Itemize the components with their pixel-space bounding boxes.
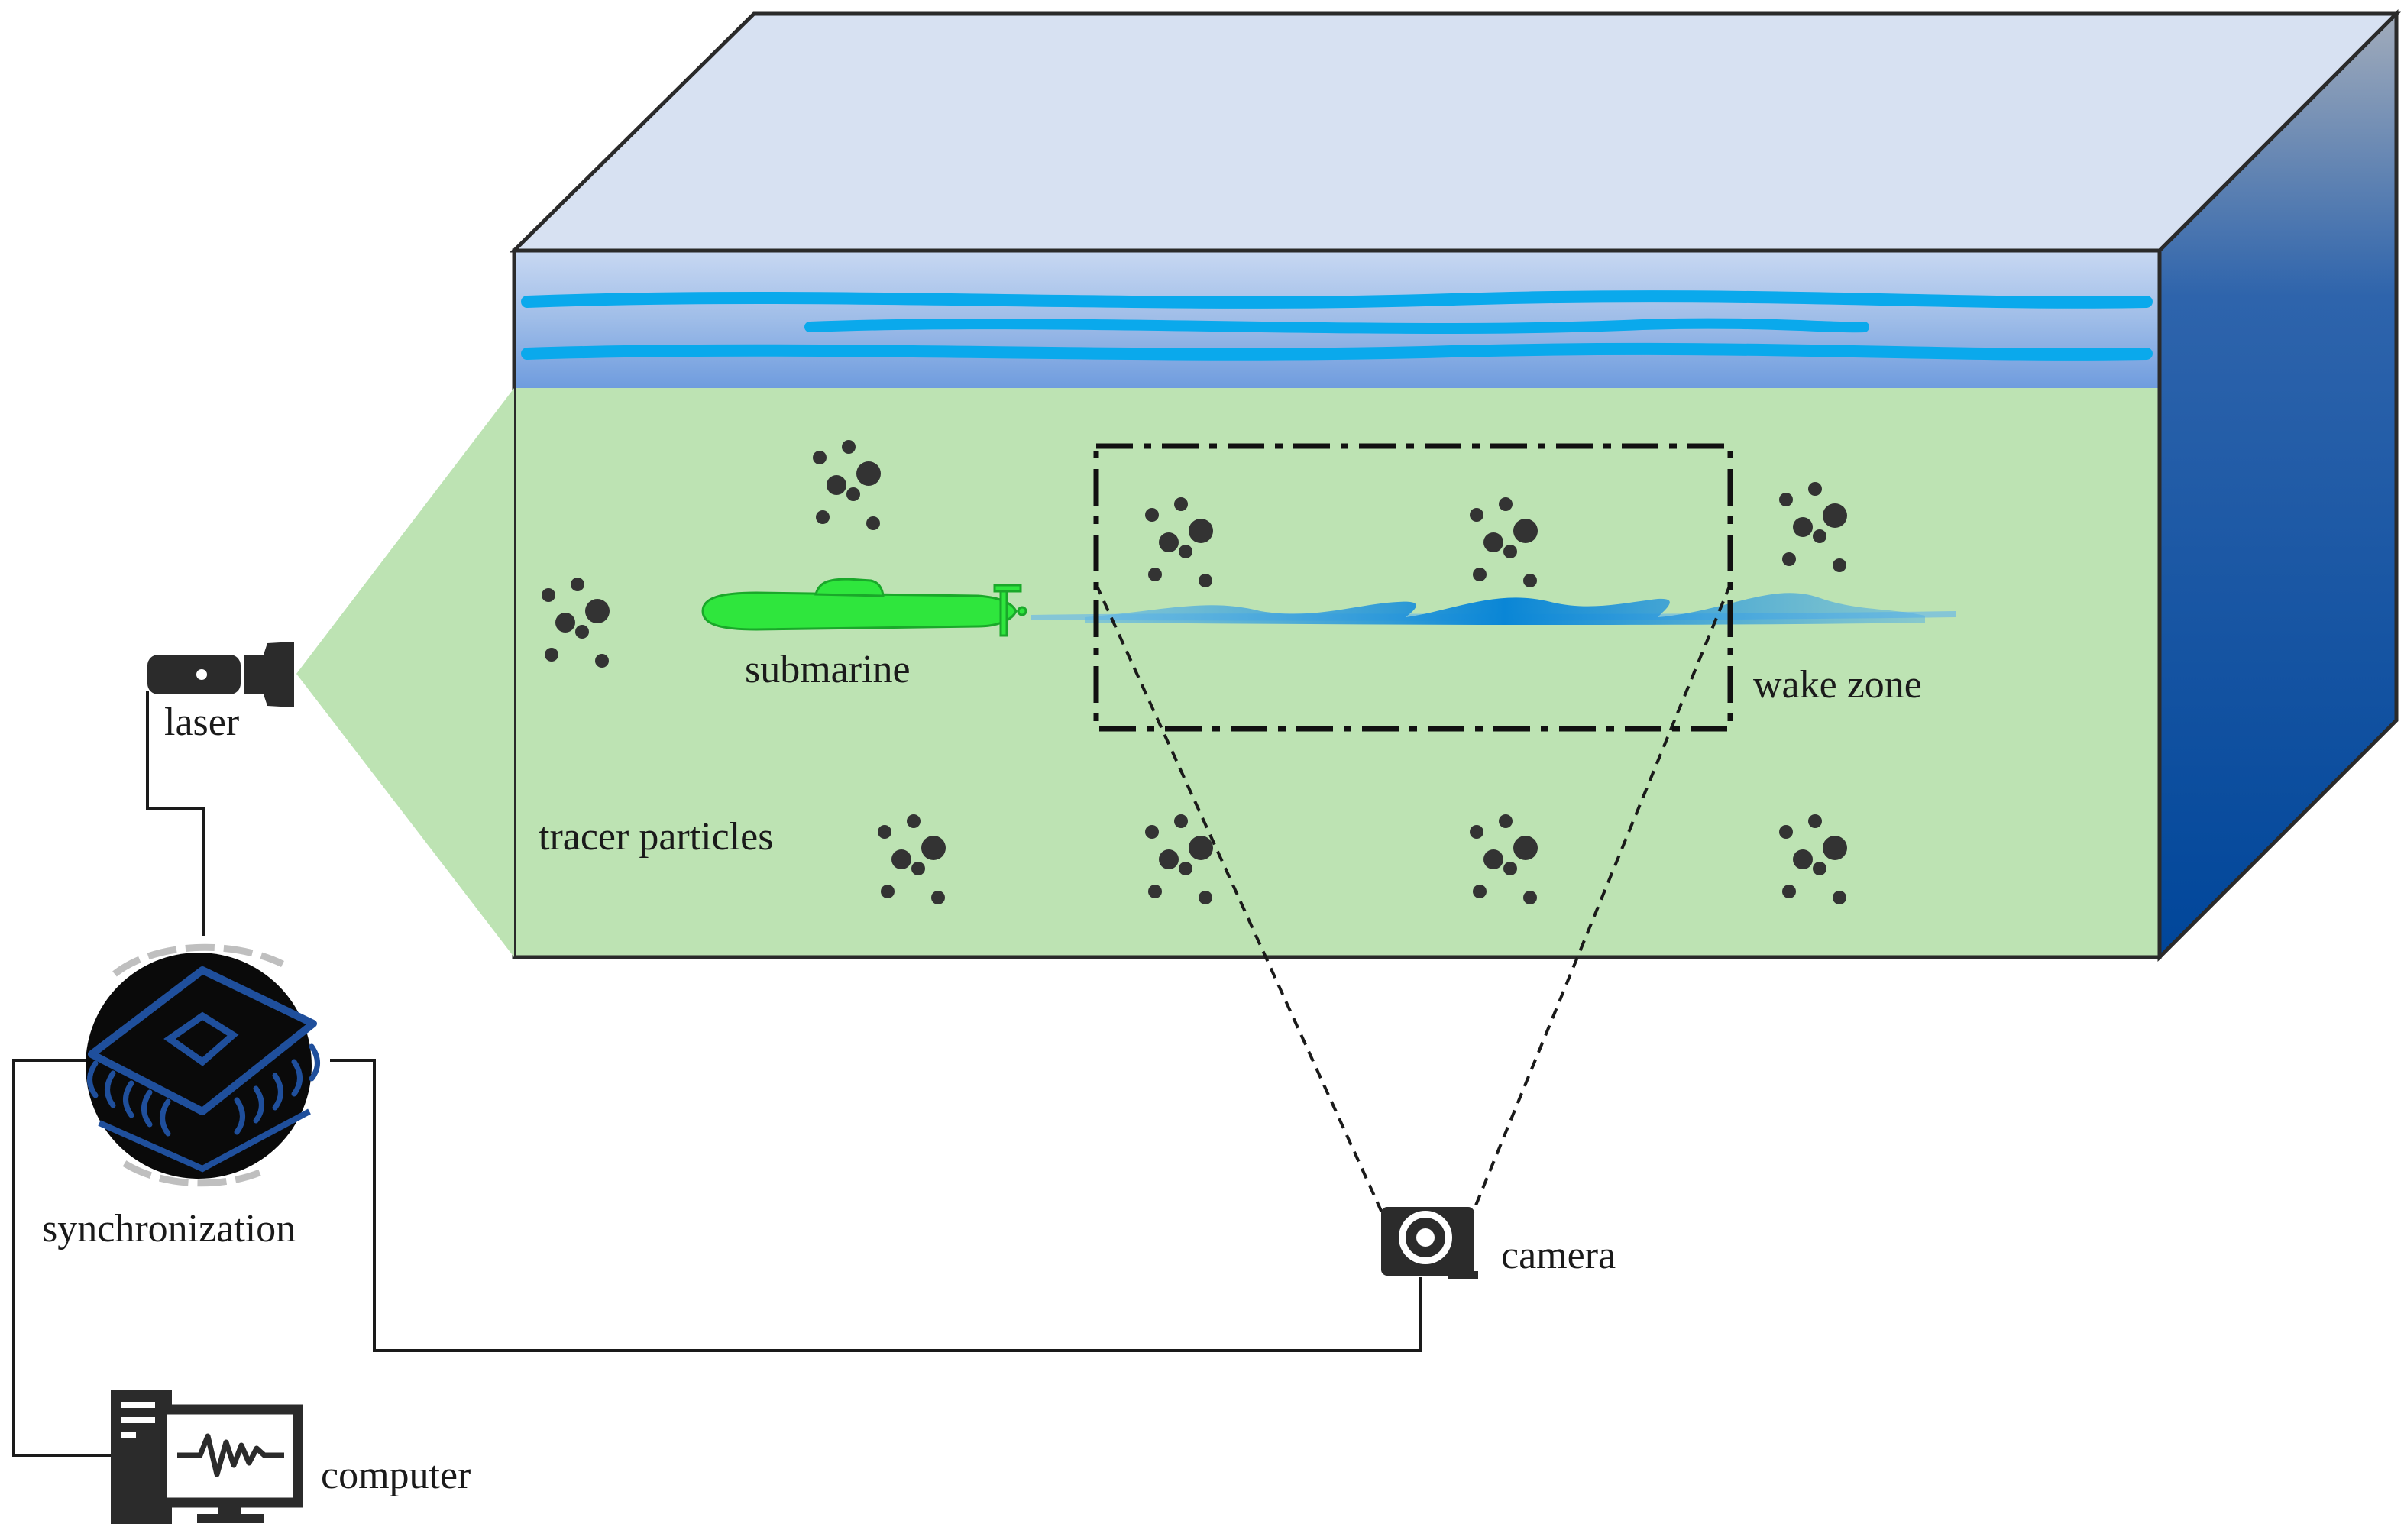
chip-icon <box>86 943 320 1187</box>
camera-side-panel <box>1474 1215 1477 1268</box>
chip-pin <box>141 1089 153 1128</box>
wire-sync-to-camera <box>330 1059 1422 1352</box>
fov-line-left <box>1095 584 1390 1228</box>
fov-line-right <box>1465 584 1732 1228</box>
chip-pin <box>272 1072 283 1111</box>
wave-line <box>521 342 2153 361</box>
chip-pin <box>123 1080 134 1118</box>
submarine-icon <box>701 578 1027 637</box>
submarine-sail <box>814 578 885 597</box>
wire-sync-to-computer <box>12 1059 111 1457</box>
submarine-tail-fin-top <box>993 584 1022 593</box>
camera-lens-highlight <box>1416 1228 1435 1247</box>
chip-pin <box>105 1070 116 1108</box>
camera-foot <box>1448 1271 1478 1279</box>
chip-arc-bottom <box>122 1160 261 1187</box>
chip-pin <box>253 1085 264 1124</box>
chip-pin <box>87 1060 99 1098</box>
chip-pin <box>160 1098 171 1137</box>
computer-base <box>197 1514 264 1523</box>
chip-pin <box>234 1097 245 1135</box>
label-tracer-particles: tracer particles <box>539 815 773 859</box>
surface-waves <box>521 290 2153 361</box>
wake-flow <box>1031 593 1956 626</box>
computer-icon <box>111 1390 303 1524</box>
measurement-window <box>1093 443 1733 732</box>
tank-top-face <box>509 11 2402 253</box>
wave-line <box>804 318 1869 334</box>
label-wake-zone: wake zone <box>1753 663 1922 707</box>
connection-wires <box>12 691 1422 1457</box>
laser-indicator-dot <box>196 669 207 680</box>
label-camera: camera <box>1501 1234 1616 1277</box>
computer-tower-slot <box>121 1417 155 1423</box>
camera-icon <box>1381 1207 1478 1279</box>
laser-body <box>147 655 241 694</box>
wire-laser-to-sync <box>146 691 205 936</box>
laser-fan <box>296 388 514 957</box>
chip-pin <box>309 1043 320 1082</box>
chip-base-line <box>98 1108 311 1173</box>
chip-body <box>88 966 317 1115</box>
submarine-tail-fin <box>999 585 1008 637</box>
laser-icon <box>147 642 294 707</box>
chip-core <box>163 1011 239 1066</box>
label-computer: computer <box>321 1454 471 1497</box>
camera-field-of-view <box>1095 584 1732 1228</box>
label-laser: laser <box>164 700 239 744</box>
light-sheet-region <box>514 388 2160 957</box>
chip-arc-top <box>112 943 284 977</box>
submarine-hull <box>701 591 1018 631</box>
computer-stand <box>218 1503 241 1516</box>
wave-line <box>521 290 2153 309</box>
computer-waveform <box>177 1433 284 1477</box>
laser-head <box>244 642 294 707</box>
computer-tower-slot <box>121 1402 155 1408</box>
label-submarine: submarine <box>745 648 911 691</box>
computer-tower-slot <box>121 1432 136 1438</box>
water-tank <box>509 8 2402 962</box>
chip-pins <box>87 1043 320 1137</box>
label-synchronization: synchronization <box>42 1207 296 1250</box>
water-surface-layer <box>514 251 2160 388</box>
wake-waves <box>1085 593 1925 626</box>
chip-pin <box>291 1059 303 1097</box>
submarine-propeller <box>1017 606 1027 616</box>
